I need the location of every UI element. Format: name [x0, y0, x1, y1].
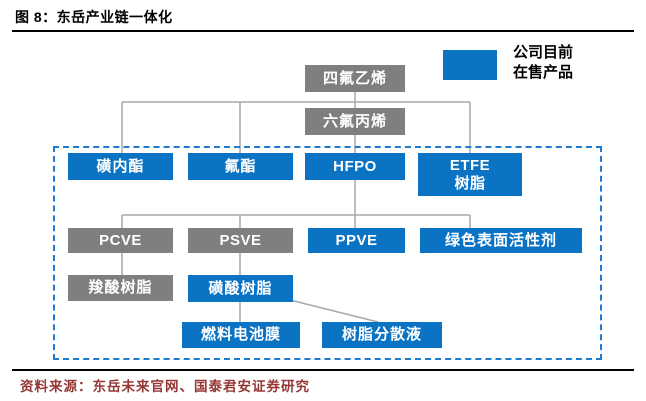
node-label: PSVE	[219, 231, 262, 249]
node-etfe-resin: ETFE 树脂	[418, 153, 522, 196]
node-sulfonic-resin: 磺酸树脂	[188, 275, 293, 302]
node-label: 燃料电池膜	[200, 326, 281, 343]
node-label: 四氟乙烯	[322, 69, 387, 87]
source-divider	[12, 369, 634, 371]
node-label: PPVE	[335, 231, 378, 249]
node-green-surfactant: 绿色表面活性剂	[420, 228, 582, 253]
products-dashed-boundary	[53, 146, 602, 360]
node-resin-dispersion: 树脂分散液	[322, 322, 442, 348]
title-divider	[12, 30, 634, 32]
node-label: ETFE	[449, 156, 491, 174]
node-label: HFPO	[333, 157, 377, 175]
node-label: 羧酸树脂	[88, 279, 153, 296]
node-tetrafluoroethylene: 四氟乙烯	[305, 65, 405, 92]
edge-sulfonic-dispersion	[289, 299, 379, 323]
legend-label: 公司目前 在售产品	[513, 43, 613, 83]
node-label: 氟酯	[224, 157, 257, 175]
node-sultone: 磺内酯	[68, 153, 173, 180]
node-carboxylic-resin: 羧酸树脂	[68, 275, 173, 301]
node-label: 绿色表面活性剂	[444, 231, 557, 249]
figure-title: 图 8：东岳产业链一体化	[15, 9, 173, 25]
legend-label-line1: 公司目前	[513, 44, 574, 61]
node-hexafluoropropylene: 六氟丙烯	[305, 108, 405, 135]
node-label: 六氟丙烯	[322, 112, 387, 130]
legend-label-line2: 在售产品	[513, 64, 574, 81]
legend-blue-swatch	[443, 50, 497, 80]
node-fluoroester: 氟酯	[188, 153, 293, 180]
node-hfpo: HFPO	[305, 153, 405, 180]
node-pcve: PCVE	[68, 228, 173, 253]
source-attribution: 资料来源：东岳未来官网、国泰君安证券研究	[20, 379, 310, 394]
node-label: 磺酸树脂	[208, 279, 273, 297]
node-fuel-cell-membrane: 燃料电池膜	[182, 322, 300, 348]
node-label: 树脂分散液	[341, 326, 422, 343]
node-label: PCVE	[99, 231, 142, 249]
node-label-line2: 树脂	[454, 174, 486, 192]
node-ppve: PPVE	[308, 228, 405, 253]
node-psve: PSVE	[188, 228, 293, 253]
node-label: 磺内酯	[96, 157, 145, 175]
